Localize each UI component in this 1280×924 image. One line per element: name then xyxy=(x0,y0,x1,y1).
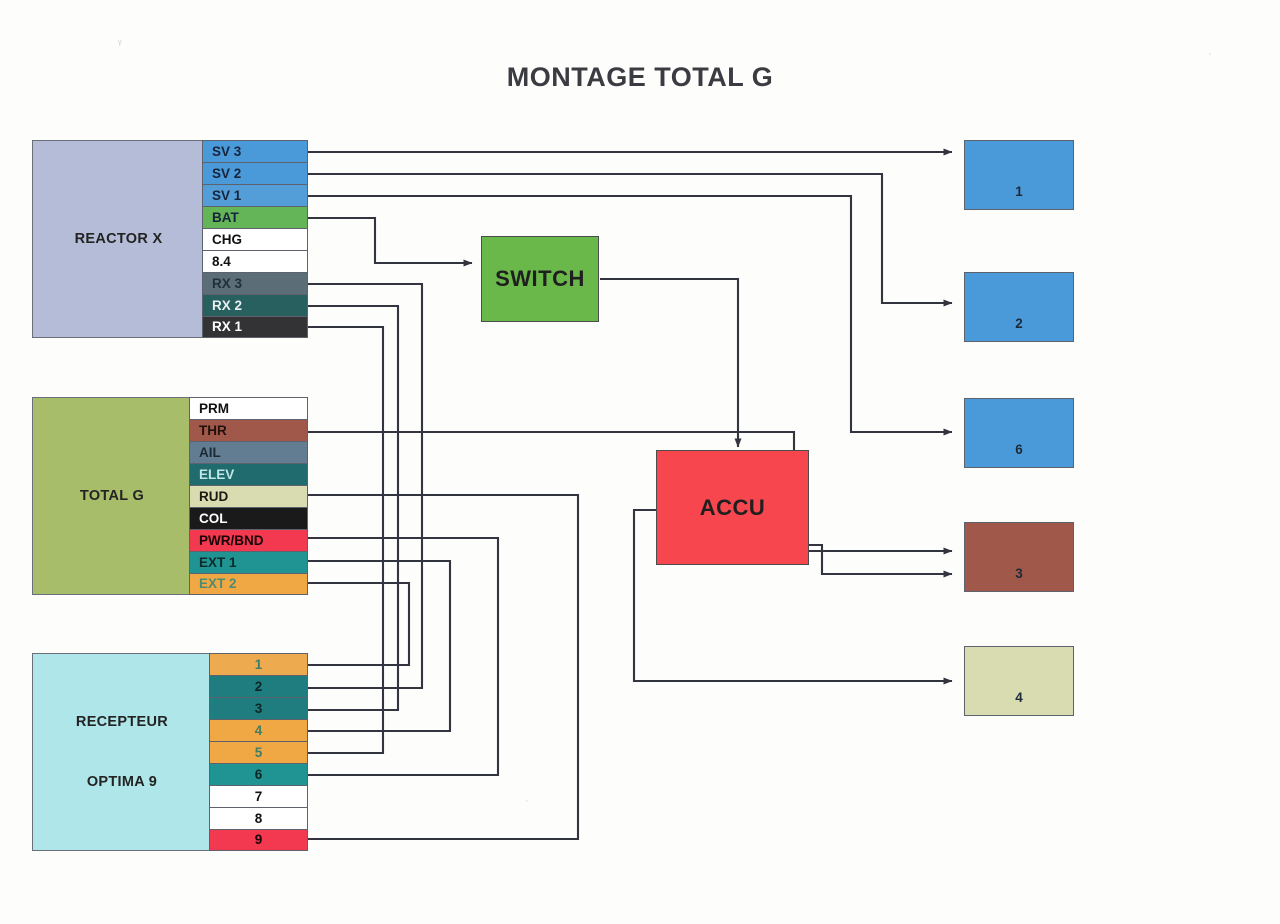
port-thr[interactable]: THR xyxy=(189,419,308,441)
port-rx-1[interactable]: RX 1 xyxy=(202,316,308,338)
port-chg[interactable]: CHG xyxy=(202,228,308,250)
port-rcv-6[interactable]: 6 xyxy=(209,763,308,785)
target-box-1[interactable]: 1 xyxy=(964,140,1074,210)
device-reactor-x[interactable]: REACTOR X SV 3 SV 2 SV 1 BAT CHG 8.4 RX … xyxy=(32,140,308,338)
port-rcv-8[interactable]: 8 xyxy=(209,807,308,829)
port-ext-1[interactable]: EXT 1 xyxy=(189,551,308,573)
device-recepteur-label-1: RECEPTEUR xyxy=(75,714,169,730)
port-prm[interactable]: PRM xyxy=(189,397,308,419)
wire-accu-to-3 xyxy=(809,543,953,578)
port-8-4[interactable]: 8.4 xyxy=(202,250,308,272)
port-elev[interactable]: ELEV xyxy=(189,463,308,485)
page-title: MONTAGE TOTAL G xyxy=(506,62,774,92)
target-box-6-label: 6 xyxy=(1015,442,1023,457)
target-box-4[interactable]: 4 xyxy=(964,646,1074,716)
target-box-6[interactable]: 6 xyxy=(964,398,1074,468)
wire-rx2-to-rcv3 xyxy=(308,304,400,712)
port-ail[interactable]: AIL xyxy=(189,441,308,463)
device-recepteur-body: RECEPTEUR OPTIMA 9 xyxy=(32,653,212,851)
scan-artifact-2: · xyxy=(1208,48,1212,60)
wire-switch-to-accu xyxy=(600,277,742,448)
wire-bat-to-switch xyxy=(308,216,473,267)
device-recepteur-ports: 1 2 3 4 5 6 7 8 9 xyxy=(209,653,308,851)
wire-rx3-to-rcv2 xyxy=(308,282,424,690)
device-total-g-body: TOTAL G xyxy=(32,397,192,595)
port-sv-1[interactable]: SV 1 xyxy=(202,184,308,206)
port-rcv-5[interactable]: 5 xyxy=(209,741,308,763)
target-box-2-label: 2 xyxy=(1015,316,1023,331)
wire-thr-to-6 xyxy=(308,430,953,555)
device-total-g-ports: PRM THR AIL ELEV RUD COL PWR/BND EXT 1 E… xyxy=(189,397,308,595)
port-bat[interactable]: BAT xyxy=(202,206,308,228)
wire-rx1-to-rcv5 xyxy=(308,325,385,755)
scan-artifact-3: · xyxy=(525,795,529,807)
device-total-g-label: TOTAL G xyxy=(79,488,145,504)
port-rx-2[interactable]: RX 2 xyxy=(202,294,308,316)
scan-artifact-1: ᵞ xyxy=(118,38,122,50)
wire-pwr-to-rcv6 xyxy=(308,536,500,777)
port-ext-2[interactable]: EXT 2 xyxy=(189,573,308,595)
wire-rud-to-rcv9 xyxy=(308,493,580,841)
wire-sv2-to-2 xyxy=(308,172,953,307)
wire-ext1-to-rcv4 xyxy=(308,559,452,733)
device-reactor-x-ports: SV 3 SV 2 SV 1 BAT CHG 8.4 RX 3 RX 2 RX … xyxy=(202,140,308,338)
target-box-4-label: 4 xyxy=(1015,690,1023,705)
process-box-switch[interactable]: SWITCH xyxy=(481,236,599,322)
port-pwr-bnd[interactable]: PWR/BND xyxy=(189,529,308,551)
wire-sv1-to-6 xyxy=(308,194,953,436)
device-reactor-x-label: REACTOR X xyxy=(74,231,163,247)
process-box-accu[interactable]: ACCU xyxy=(656,450,809,565)
wire-ext2-to-rcv1 xyxy=(308,581,411,667)
port-rcv-7[interactable]: 7 xyxy=(209,785,308,807)
target-box-3-label: 3 xyxy=(1015,566,1023,581)
target-box-3[interactable]: 3 xyxy=(964,522,1074,592)
port-rcv-3[interactable]: 3 xyxy=(209,697,308,719)
port-rcv-9[interactable]: 9 xyxy=(209,829,308,851)
port-rcv-2[interactable]: 2 xyxy=(209,675,308,697)
device-reactor-x-body: REACTOR X xyxy=(32,140,205,338)
port-rud[interactable]: RUD xyxy=(189,485,308,507)
target-box-2[interactable]: 2 xyxy=(964,272,1074,342)
port-rcv-4[interactable]: 4 xyxy=(209,719,308,741)
port-sv-2[interactable]: SV 2 xyxy=(202,162,308,184)
target-box-1-label: 1 xyxy=(1015,184,1023,199)
device-recepteur-optima-9[interactable]: RECEPTEUR OPTIMA 9 1 2 3 4 5 6 7 8 9 xyxy=(32,653,308,851)
port-col[interactable]: COL xyxy=(189,507,308,529)
port-rcv-1[interactable]: 1 xyxy=(209,653,308,675)
device-total-g[interactable]: TOTAL G PRM THR AIL ELEV RUD COL PWR/BND… xyxy=(32,397,308,595)
port-sv-3[interactable]: SV 3 xyxy=(202,140,308,162)
port-rx-3[interactable]: RX 3 xyxy=(202,272,308,294)
device-recepteur-label-2: OPTIMA 9 xyxy=(86,774,158,790)
